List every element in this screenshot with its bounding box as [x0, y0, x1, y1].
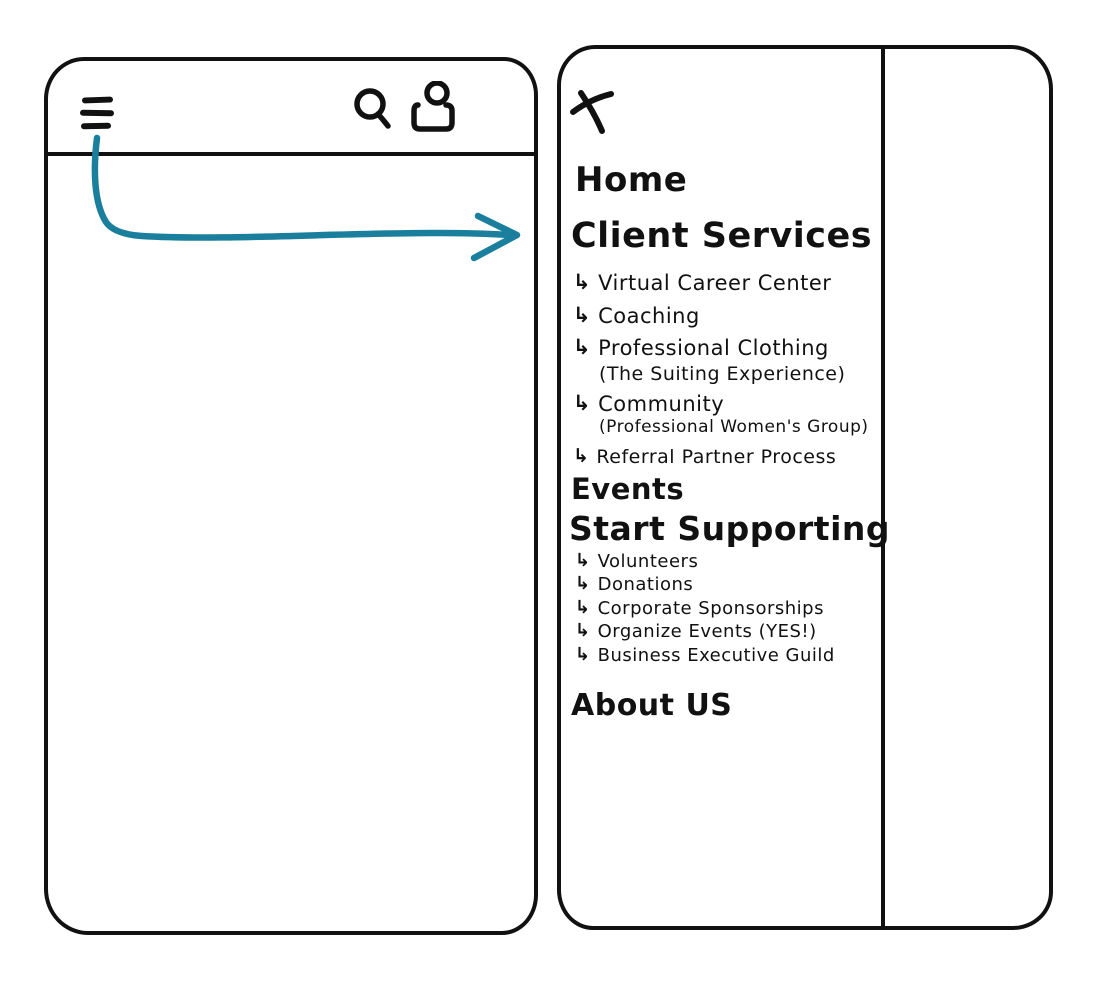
sub-item-arrow-icon: ↳	[573, 303, 592, 327]
menu-item-label: Organize Events (YES!)	[597, 621, 817, 642]
sub-item-arrow-icon: ↳	[575, 573, 591, 594]
menu-item-corporate-sponsorships[interactable]: ↳ Corporate Sponsorships	[575, 597, 824, 619]
menu-item-note: (The Suiting Experience)	[599, 363, 846, 385]
menu-item-note: (Professional Women's Group)	[599, 417, 869, 437]
menu-item-professional-clothing[interactable]: ↳Professional Clothing (The Suiting Expe…	[573, 335, 846, 385]
menu-item-events[interactable]: Events	[571, 472, 685, 506]
menu-item-organize-events[interactable]: ↳ Organize Events (YES!)	[575, 620, 817, 642]
header-divider	[46, 152, 536, 156]
screen-expanded-menu: Home Client Services ↳Virtual Career Cen…	[557, 45, 1053, 930]
menu-item-donations[interactable]: ↳ Donations	[575, 573, 694, 595]
hamburger-menu-icon[interactable]	[79, 95, 116, 133]
menu-item-about-us[interactable]: About US	[571, 688, 733, 723]
sub-item-arrow-icon: ↳	[573, 270, 592, 294]
menu-item-home[interactable]: Home	[575, 160, 688, 200]
menu-item-label: Coaching	[598, 304, 700, 328]
menu-item-label: Community	[598, 392, 725, 416]
hamburger-bar	[81, 96, 114, 104]
menu-item-volunteers[interactable]: ↳ Volunteers	[575, 550, 699, 572]
menu-item-label: Donations	[597, 574, 694, 595]
header-icon-group	[348, 81, 508, 137]
menu-item-start-supporting[interactable]: Start Supporting	[569, 509, 891, 548]
menu-item-referral-partner-process[interactable]: ↳ Referral Partner Process	[573, 445, 837, 468]
menu-item-community[interactable]: ↳Community (Professional Women's Group)	[573, 391, 869, 437]
menu-item-coaching[interactable]: ↳Coaching	[573, 303, 700, 328]
sub-item-arrow-icon: ↳	[575, 597, 591, 618]
sub-item-arrow-icon: ↳	[575, 550, 591, 571]
menu-drawer-edge	[881, 49, 885, 926]
menu-item-label: Corporate Sponsorships	[597, 598, 824, 619]
hamburger-bar	[79, 109, 115, 117]
hamburger-bar	[80, 122, 112, 130]
sub-item-arrow-icon: ↳	[573, 391, 592, 415]
menu-item-label: Volunteers	[597, 551, 699, 572]
menu-item-label: Business Executive Guild	[597, 645, 835, 666]
close-icon[interactable]	[569, 87, 615, 137]
sub-item-arrow-icon: ↳	[575, 644, 591, 665]
nav-menu: Home Client Services ↳Virtual Career Cen…	[561, 49, 890, 926]
menu-item-client-services[interactable]: Client Services	[571, 216, 873, 256]
sub-item-arrow-icon: ↳	[573, 335, 592, 359]
menu-item-label: Referral Partner Process	[596, 446, 837, 468]
menu-item-label: Professional Clothing	[598, 336, 829, 360]
menu-item-label: Virtual Career Center	[598, 271, 832, 295]
profile-icon[interactable]	[408, 81, 460, 135]
screen-collapsed-menu	[44, 57, 538, 935]
sub-item-arrow-icon: ↳	[573, 445, 590, 467]
menu-item-virtual-career-center[interactable]: ↳Virtual Career Center	[573, 270, 832, 295]
menu-item-business-executive-guild[interactable]: ↳ Business Executive Guild	[575, 644, 835, 666]
search-icon[interactable]	[348, 86, 398, 136]
sub-item-arrow-icon: ↳	[575, 620, 591, 641]
